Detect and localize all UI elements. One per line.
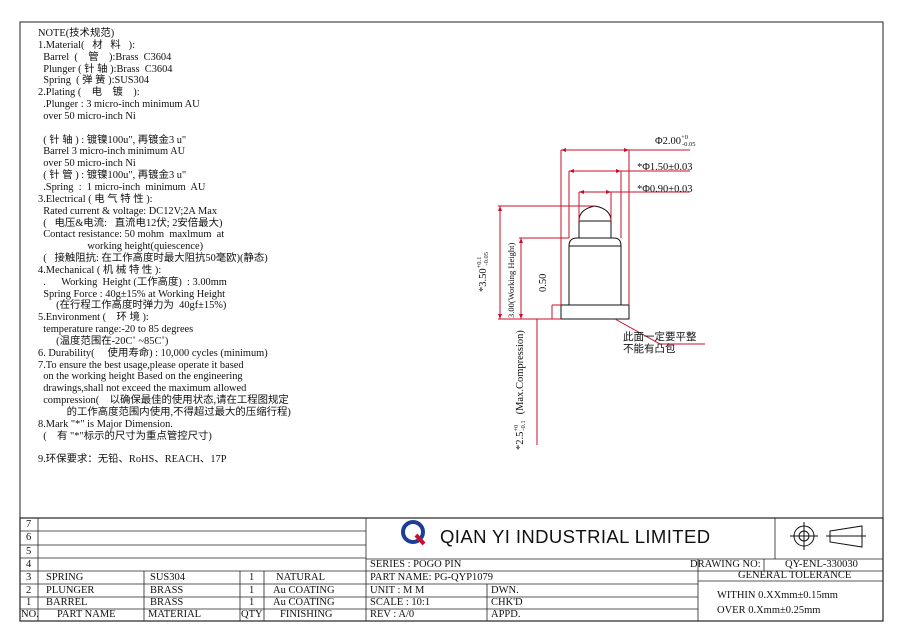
note-line: 8.Mark "*" is Major Dimension. [38,418,173,430]
note-line: ( 接触阻抗: 在工作高度时最大阻抗50毫欧)(静态) [38,253,268,265]
part-material: SUS304 [150,572,186,583]
header-material: MATERIAL [148,609,202,620]
note-line: over 50 micro-inch Ni [38,158,136,170]
row-number: 7 [26,519,32,530]
dimension-lines [498,149,705,445]
part-name-label: PART NAME: PG-QYP1079 [370,572,494,583]
note-line: 5.Environment ( 环 境 ): [38,312,149,324]
note-line: .Spring : 1 micro-inch minimum AU [38,181,206,193]
note-line: ( 有 "*"标示的尺寸为重点管控尺寸) [38,430,212,442]
part-material: BRASS [150,597,184,608]
header-finishing: FINISHING [280,609,333,620]
part-name: BARREL [46,597,88,608]
note-line: 6. Durability( 使用寿命) : 10,000 cycles (mi… [38,347,268,359]
part-material: BRASS [150,585,184,596]
note-line: compression( 以确保最佳的使用状态,请在工程图规定 [38,395,289,407]
dim-working-height: 3.00(Working Height) [506,242,516,318]
dim-plunger-height: 0.50 [538,273,549,292]
note-line: 9.环保要求：无铅、RoHS、REACH、17P [38,454,227,466]
chkd-label: CHK'D [491,597,523,608]
dim-diameter-2: Φ2.00+0-0.05 [655,134,696,148]
row-number: 5 [26,546,32,557]
drawing-no-label: DRAWING NO: [690,559,761,570]
note-line: ( 电压&电流: 直流电12伏; 2安倍最大) [38,217,223,229]
note-line: working height(quiescence) [38,241,204,253]
part-qty: 1 [249,597,255,608]
part-finish: NATURAL [276,572,325,583]
plunger-tip [578,205,612,238]
dim-total-height: *3.50+0.1-0.05 [476,252,490,292]
row-number: 3 [26,572,32,583]
part-finish: Au COATING [273,585,335,596]
note-line: 3.Electrical ( 电 气 特 性 ): [38,193,153,205]
note-line: Spring Force : 40g±15% at Working Height [38,288,226,300]
row-number: 2 [26,585,32,596]
dwn-label: DWN. [491,585,519,596]
dim-max-compression: *2.5+0-0.1(Max.Compression) [513,330,527,450]
rev-label: REV : A/0 [370,609,415,620]
header-qty: QTY [241,609,263,620]
part-finish: Au COATING [273,597,335,608]
note-line: Plunger ( 针 轴 ):Brass C3604 [38,63,173,75]
dim-diameter-1-5: *Φ1.50±0.03 [637,162,693,173]
pogo-pin-drawing [560,205,630,320]
flat-surface-note-1: 此面一定要平整 [623,332,697,343]
note-line: Barrel ( 管 ):Brass C3604 [38,51,172,63]
note-line: NOTE(技术规范) [38,28,115,39]
note-line: drawings,shall not exceed the maximum al… [38,383,247,395]
tolerance-line-1: WITHIN 0.XXmm±0.15mm [717,590,838,601]
part-qty: 1 [249,572,255,583]
row-number: 4 [26,559,32,570]
part-name: PLUNGER [46,585,95,596]
row-number: 1 [26,597,32,608]
header-part-name: PART NAME [57,609,116,620]
barrel-body [568,237,622,305]
note-line: on the working height Based on the engin… [38,371,243,383]
note-line: (在行程工作高度时弹力为 40gf±15%) [38,300,227,312]
note-line: Barrel 3 micro-inch minimum AU [38,146,186,158]
note-line: ( 针 轴 ) : 镀镍100u", 再镀金3 u" [38,134,187,146]
note-line: Rated current & voltage: DC12V;2A Max [38,205,218,217]
barrel-flange [560,304,630,320]
header-no: NO. [21,609,39,620]
part-qty: 1 [249,585,255,596]
note-line: over 50 micro-inch Ni [38,110,136,122]
appd-label: APPD. [491,609,521,620]
flat-surface-note-2: 不能有凸包 [623,344,676,355]
dimension-arrows [498,148,629,319]
company-name: QIAN YI INDUSTRIAL LIMITED [440,526,711,547]
note-line: ( 针 管 ) : 镀镍100u", 再镀金3 u" [38,170,187,182]
title-block-border [19,517,884,622]
note-line: 1.Material( 材 料 ): [38,39,135,51]
drawing-no-value: QY-ENL-330030 [785,559,858,570]
note-line: 的工作高度范围内使用,不得超过最大的压缩行程) [38,407,291,418]
technical-notes: NOTE(技术规范)1.Material( 材 料 ): Barrel ( 管 … [38,28,368,466]
row-number: 6 [26,532,32,543]
note-line: . Working Height (工作高度) : 3.00mm [38,276,227,288]
note-line: 2.Plating ( 电 镀 ): [38,87,140,99]
tolerance-line-2: OVER 0.Xmm±0.25mm [717,605,821,616]
note-line: Contact resistance: 50 mohm maxlmum at [38,229,225,241]
note-line: .Plunger : 3 micro-inch minimum AU [38,99,200,111]
scale-label: SCALE : 10:1 [370,597,431,608]
company-logo-icon [401,520,426,546]
parts-table-grid [20,518,883,621]
note-line: Spring ( 弹 簧 ):SUS304 [38,75,150,87]
note-line: 7.To ensure the best usage,please operat… [38,359,244,371]
note-line: (温度范围在-20C˚ ~85C˚) [38,335,169,347]
note-line: 4.Mechanical ( 机 械 特 性 ): [38,264,162,276]
part-name: SPRING [46,572,84,583]
note-line: temperature range:-20 to 85 degrees [38,324,194,336]
dim-diameter-0-9: *Φ0.90±0.03 [637,184,693,195]
unit-label: UNIT : M M [370,585,425,596]
general-tolerance-label: GENERAL TOLERANCE [738,570,852,581]
series-label: SERIES : POGO PIN [370,559,462,570]
projection-symbol-icon [790,522,866,550]
